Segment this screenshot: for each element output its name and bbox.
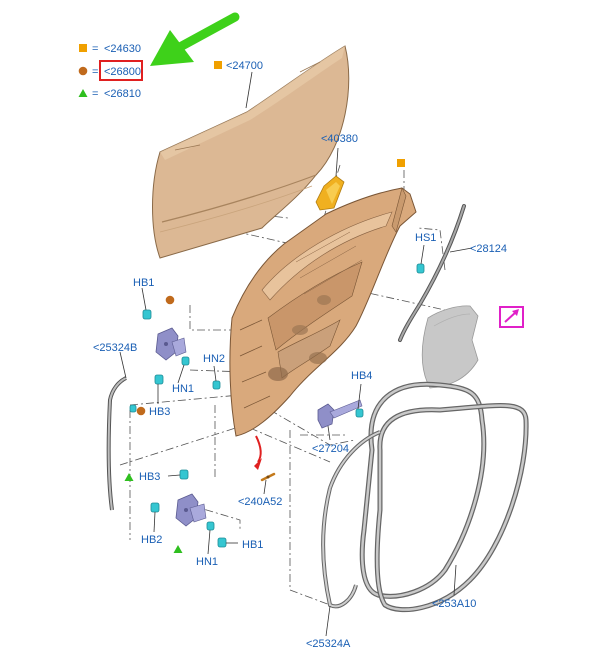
label-hb4[interactable]: HB4 [351,370,372,382]
clip-hb1-low[interactable] [217,537,227,548]
label-hb2[interactable]: HB2 [141,534,162,546]
window-channel-28124[interactable] [398,204,466,342]
outer-door-skin[interactable] [152,45,350,259]
legend-highlight-box [99,60,143,81]
legend-equals-2: = [92,66,98,78]
bracket-40380[interactable] [315,175,345,211]
legend-triangle-icon [78,89,88,97]
label-25324b[interactable]: <25324B [93,342,137,354]
label-40380[interactable]: <40380 [321,133,358,145]
seal-25324b[interactable] [106,376,127,511]
label-hb1-top[interactable]: HB1 [133,277,154,289]
label-hb3-low[interactable]: HB3 [139,471,160,483]
clip-hn1-low[interactable] [206,521,215,531]
fasteners [129,263,425,548]
label-253a10[interactable]: <253A10 [432,598,476,610]
legend-circle-icon [78,66,88,76]
clip-hn2[interactable] [212,380,221,390]
callout-labels: <24700 <40380 <28124 HS1 HB1 <25324B HN2… [93,60,507,650]
assembly-lines [119,148,446,606]
legend-code-26800[interactable]: <26800 [104,66,141,78]
hb3-triangle-icon [124,473,134,481]
clip-hs1[interactable] [416,263,425,274]
leader-lines [119,71,473,637]
door-check-27204[interactable] [317,399,363,429]
bracket-square-icon [397,159,405,167]
legend-code-24630[interactable]: <24630 [104,43,141,55]
seal-25324a[interactable] [321,430,381,609]
clip-hb1-top[interactable] [142,309,152,320]
label-240a52[interactable]: <240A52 [238,496,282,508]
label-hs1[interactable]: HS1 [415,232,436,244]
clip-hb2[interactable] [150,502,160,513]
legend-equals-3: = [92,88,98,100]
inner-door-panel[interactable] [229,187,417,437]
zoom-box[interactable] [499,306,524,328]
label-28124[interactable]: <28124 [470,243,507,255]
hn1-triangle-icon [173,545,183,553]
legend-code-26810[interactable]: <26810 [104,88,141,100]
clip-hb3-low[interactable] [179,469,189,480]
label-hn2[interactable]: HN2 [203,353,225,365]
direction-arrow-icon [254,435,262,470]
lower-hinge[interactable] [175,493,207,527]
clip-seal[interactable] [129,404,137,413]
label-hn1-low[interactable]: HN1 [196,556,218,568]
label-24700[interactable]: <24700 [226,60,263,72]
legend: = <24630 = <26800 = <26810 [78,43,143,100]
upper-hinge[interactable] [155,327,187,361]
expand-arrow-icon [504,309,519,323]
label-hn1-top[interactable]: HN1 [172,383,194,395]
label-hb1-low[interactable]: HB1 [242,539,263,551]
legend-equals-1: = [92,43,98,55]
clip-hb4[interactable] [355,408,364,418]
label-25324a[interactable]: <25324A [306,638,351,650]
hb3-circle-icon [136,406,146,416]
bracket-240a52[interactable] [260,472,276,482]
label-hb3-top[interactable]: HB3 [149,406,170,418]
door-skin-square-icon [214,61,222,69]
watershield-panel[interactable] [421,305,479,389]
legend-square-icon [79,44,87,52]
clip-hb3-top[interactable] [154,374,164,385]
green-arrow-icon [150,12,240,66]
clip-hn1-top[interactable] [181,356,190,366]
door-seal-253a10[interactable] [359,381,529,613]
hinge-circle-icon [165,295,175,305]
label-27204[interactable]: <27204 [312,443,349,455]
